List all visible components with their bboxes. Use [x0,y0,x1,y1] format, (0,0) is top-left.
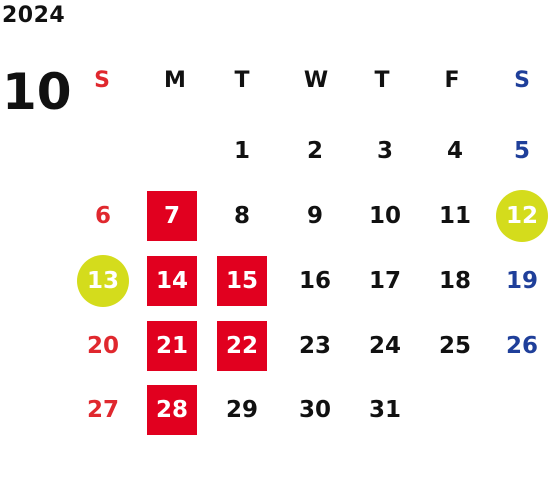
day-number: 13 [86,268,119,294]
day-number: 22 [225,333,258,359]
day-number: 12 [505,203,538,229]
day-number: 6 [94,203,111,229]
day-cell-19[interactable]: 19 [492,256,548,306]
day-cell-3[interactable]: 3 [355,126,415,176]
day-number: 28 [155,397,188,423]
day-cell-20[interactable]: 20 [73,321,133,371]
day-number: 29 [225,397,258,423]
event-circle [77,255,129,307]
holiday-highlight [147,191,197,241]
year-label: 2024 [2,3,66,28]
day-number: 4 [446,138,463,164]
day-cell-17[interactable]: 17 [355,256,415,306]
day-number: 19 [505,268,538,294]
day-cell-9[interactable]: 9 [285,191,345,241]
day-number: 27 [86,397,119,423]
day-cell-25[interactable]: 25 [425,321,485,371]
day-cell-29[interactable]: 29 [212,385,272,435]
event-circle [496,190,548,242]
day-number: 20 [86,333,119,359]
day-number: 26 [505,333,538,359]
weekday-header: S M T W T F S [72,67,548,95]
day-cell-27[interactable]: 27 [73,385,133,435]
day-cell-22[interactable]: 22 [212,321,272,371]
day-number: 24 [368,333,401,359]
weekday-fri: F [444,68,460,93]
day-number: 10 [368,203,401,229]
day-cell-12[interactable]: 12 [492,190,548,242]
day-cell-6[interactable]: 6 [73,191,133,241]
day-number: 8 [233,203,250,229]
day-number: 7 [163,203,180,229]
day-number: 17 [368,268,401,294]
weekday-sun: S [94,68,110,93]
day-cell-8[interactable]: 8 [212,191,272,241]
day-cell-31[interactable]: 31 [355,385,415,435]
day-number: 5 [513,138,530,164]
day-cell-18[interactable]: 18 [425,256,485,306]
day-cell-24[interactable]: 24 [355,321,415,371]
day-number: 16 [298,268,331,294]
day-number: 3 [376,138,393,164]
day-number: 30 [298,397,331,423]
day-cell-26[interactable]: 26 [492,321,548,371]
day-cell-11[interactable]: 11 [425,191,485,241]
day-cell-2[interactable]: 2 [285,126,345,176]
day-cell-4[interactable]: 4 [425,126,485,176]
holiday-highlight [147,385,197,435]
day-cell-16[interactable]: 16 [285,256,345,306]
holiday-highlight [147,321,197,371]
day-cell-1[interactable]: 1 [212,126,272,176]
day-cell-13[interactable]: 13 [73,255,133,307]
day-cell-15[interactable]: 15 [212,256,272,306]
day-number: 9 [306,203,323,229]
day-cell-21[interactable]: 21 [142,321,202,371]
day-number: 21 [155,333,188,359]
holiday-highlight [217,256,267,306]
day-number: 14 [155,268,188,294]
day-cell-28[interactable]: 28 [142,385,202,435]
day-cell-30[interactable]: 30 [285,385,345,435]
day-number: 2 [306,138,323,164]
weekday-tue: T [234,68,250,93]
month-number: 10 [2,63,72,121]
day-number: 15 [225,268,258,294]
day-number: 23 [298,333,331,359]
day-cell-10[interactable]: 10 [355,191,415,241]
holiday-highlight [217,321,267,371]
weekday-mon: M [164,68,186,93]
day-cell-23[interactable]: 23 [285,321,345,371]
day-number: 11 [438,203,471,229]
day-number: 31 [368,397,401,423]
day-number: 18 [438,268,471,294]
weekday-wed: W [303,68,329,93]
day-number: 25 [438,333,471,359]
day-number: 1 [233,138,250,164]
holiday-highlight [147,256,197,306]
weekday-thu: T [374,68,390,93]
day-cell-7[interactable]: 7 [142,191,202,241]
weekday-sat: S [514,68,530,93]
day-cell-14[interactable]: 14 [142,256,202,306]
day-cell-5[interactable]: 5 [492,126,548,176]
